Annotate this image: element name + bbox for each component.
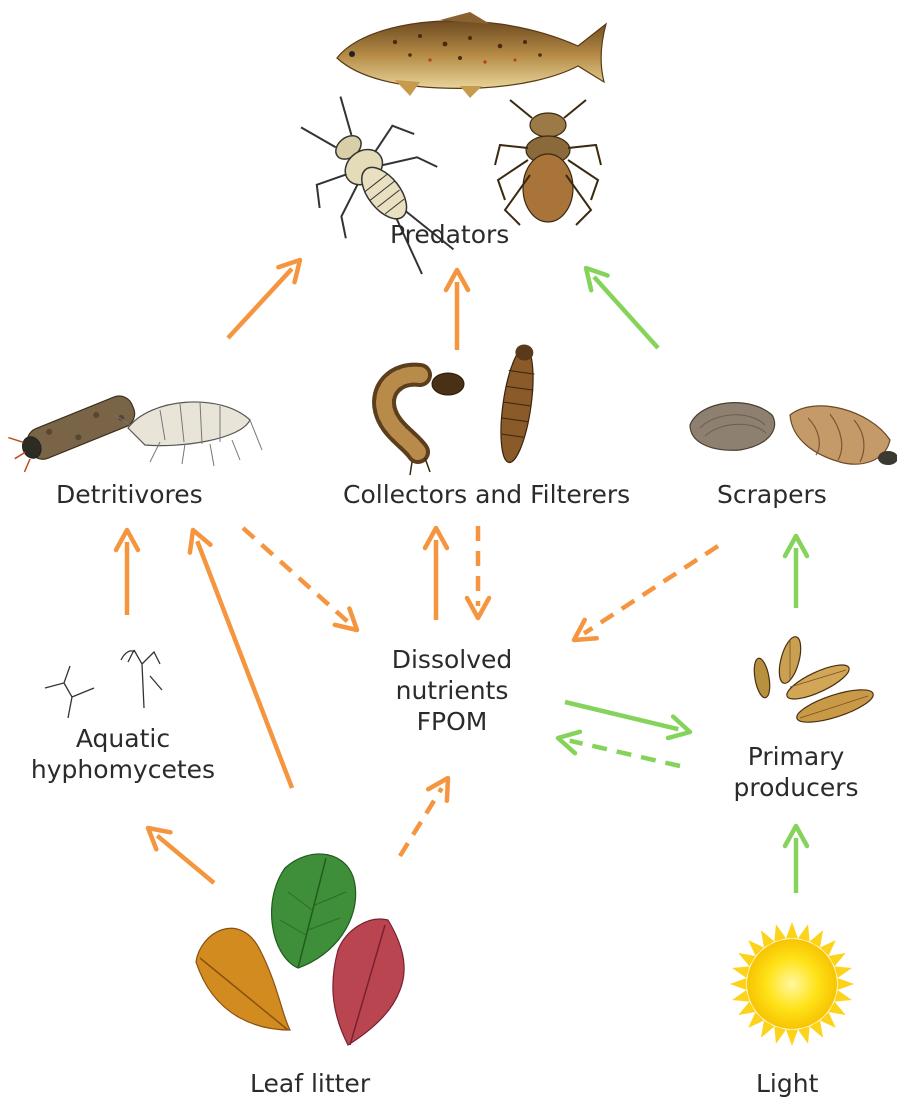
sun-ray [774,924,786,941]
arrow-scrapers-to-predators-shaft [594,277,658,348]
label-dissolved-nutrients-fpom: Dissolved nutrients FPOM [390,644,514,737]
arrow-detritivores-to-dissolved [243,528,357,630]
label-predators: Predators [390,219,509,250]
arrow-producers-to-dissolved [558,732,680,766]
sun-ray [834,966,851,978]
arrow-scrapers-to-dissolved [574,546,718,640]
sun-ray [838,978,854,990]
sun-ray [798,924,810,941]
arrow-leaf-litter-to-dissolved-head [428,778,448,801]
red-oak-leaf-illustration [333,919,404,1045]
sun-ray [732,990,749,1002]
stonefly-nymph-illustration [273,75,485,299]
brown-trout-illustration [337,12,606,98]
sun-ray [786,1030,798,1046]
label-dissolved-line2: nutrients [390,675,514,706]
label-scrapers: Scrapers [717,479,827,510]
sun-ray [834,990,851,1002]
sun-ray [774,1026,786,1043]
label-collectors-filterers: Collectors and Filterers [343,479,630,510]
sun-ray [798,1026,810,1043]
arrow-scrapers-to-predators [586,268,658,348]
arrow-leaf-litter-to-dissolved-shaft [400,788,442,856]
label-primary-producers: Primary producers [730,741,862,803]
arrow-light-to-producers [785,826,807,893]
label-primary-line2: producers [730,772,862,803]
arrow-dissolved-to-producers [565,702,690,738]
sun-illustration [730,922,854,1046]
arrow-producers-to-scrapers [785,536,807,608]
dragonfly-larva-illustration [495,100,601,225]
freshwater-clam-illustration [690,403,775,451]
label-leaf-litter: Leaf litter [250,1068,370,1099]
label-aquatic-hyphomycetes: Aquatic hyphomycetes [30,723,216,785]
sun-ray [786,922,798,938]
arrow-scrapers-to-dissolved-shaft [584,546,718,633]
sun-ray [730,978,746,990]
arrow-detritivores-to-predators-shaft [228,269,292,338]
arrow-dissolved-to-producers-shaft [565,702,678,729]
arrow-detritivores-to-dissolved-shaft [243,528,348,622]
arrow-detritivores-to-predators [228,260,300,338]
label-primary-line1: Primary [730,741,862,772]
arrow-collectors-to-predators [446,270,468,350]
arrow-producers-to-dissolved-shaft [570,741,680,766]
arrow-leaf-litter-to-hyphomycetes [148,828,214,883]
arrow-collectors-to-dissolved [467,526,489,618]
diatoms-illustration [752,634,877,728]
river-snail-illustration [790,406,897,465]
label-dissolved-line1: Dissolved [390,644,514,675]
label-detritivores: Detritivores [56,479,203,510]
arrow-dissolved-to-collectors [425,528,447,620]
arrow-hyphomycetes-to-detritivores [116,530,138,615]
orange-beech-leaf-illustration [196,928,290,1030]
label-hypho-line1: Aquatic [30,723,216,754]
amphipod-illustration [115,402,262,466]
fly-larva-illustration [495,343,539,465]
arrow-leaf-litter-to-dissolved [400,778,448,856]
beetle-larva-illustration [384,373,464,475]
hyphomycetes-spores-illustration [45,650,162,718]
caddisfly-case-illustration [6,390,140,474]
label-dissolved-line3: FPOM [390,706,514,737]
label-light: Light [756,1068,818,1099]
arrow-leaf-litter-to-hyphomycetes-shaft [157,836,214,883]
label-hypho-line2: hyphomycetes [30,754,216,785]
sun-ray [732,966,749,978]
flow-arrows [116,260,807,893]
